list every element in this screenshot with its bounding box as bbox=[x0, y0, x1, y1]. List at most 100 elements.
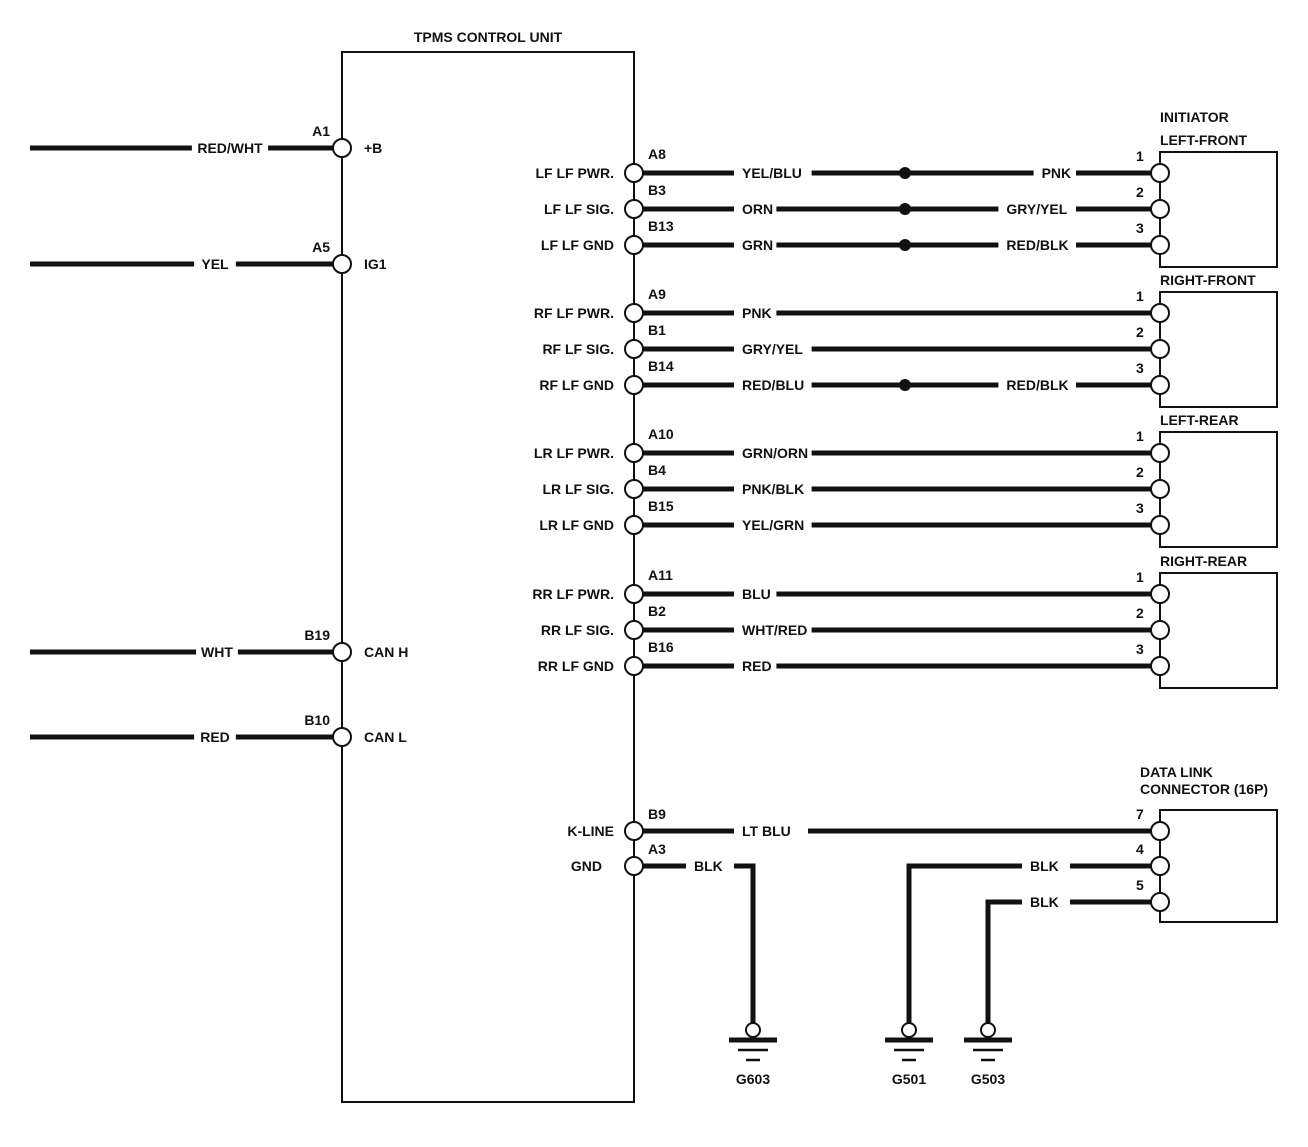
wire-color-label: WHT bbox=[201, 644, 233, 660]
wire-color-label: PNK bbox=[742, 305, 772, 321]
pin-number-label: B16 bbox=[648, 639, 674, 655]
control-unit-title: TPMS CONTROL UNIT bbox=[414, 29, 563, 45]
pin-number-label: A3 bbox=[648, 841, 666, 857]
pin-function-label: K-LINE bbox=[567, 823, 614, 839]
connector-pin bbox=[1150, 303, 1170, 323]
initiator-group-label: INITIATOR bbox=[1160, 109, 1229, 125]
wire-color-label: GRY/YEL bbox=[742, 341, 803, 357]
terminal-number-label: 2 bbox=[1136, 464, 1144, 480]
ground-point-label: G501 bbox=[892, 1071, 926, 1087]
connector-pin bbox=[1150, 479, 1170, 499]
terminal-number-label: 5 bbox=[1136, 877, 1144, 893]
pin-function-label: IG1 bbox=[364, 256, 387, 272]
unit-pin bbox=[624, 303, 644, 323]
terminal-number-label: 3 bbox=[1136, 641, 1144, 657]
unit-pin bbox=[624, 620, 644, 640]
wire-color-label: YEL bbox=[201, 256, 229, 272]
connector-pin bbox=[1150, 856, 1170, 876]
wire-segment bbox=[734, 863, 756, 1023]
tpms-control-unit-box bbox=[341, 51, 635, 1103]
wire-color-label: RED/BLU bbox=[742, 377, 804, 393]
ground-symbol-icon: G603 bbox=[729, 1022, 777, 1087]
terminal-number-label: 2 bbox=[1136, 605, 1144, 621]
pin-number-label: B3 bbox=[648, 182, 666, 198]
wire-color-label: YEL/GRN bbox=[742, 517, 804, 533]
dlc-name-line1: DATA LINK bbox=[1140, 764, 1213, 780]
terminal-number-label: 2 bbox=[1136, 324, 1144, 340]
pin-function-label: LF LF GND bbox=[541, 237, 614, 253]
wire-color-label: WHT/RED bbox=[742, 622, 807, 638]
wire-color-label: ORN bbox=[742, 201, 773, 217]
connector-pin bbox=[1150, 443, 1170, 463]
pin-function-label: LR LF PWR. bbox=[534, 445, 614, 461]
dlc-name-line2: CONNECTOR (16P) bbox=[1140, 781, 1268, 797]
pin-function-label: RF LF GND bbox=[539, 377, 614, 393]
wire-color-label: GRN/ORN bbox=[742, 445, 808, 461]
unit-pin bbox=[624, 199, 644, 219]
connector-pin bbox=[1150, 199, 1170, 219]
connector-pin bbox=[1150, 584, 1170, 604]
connector-pin bbox=[332, 254, 352, 274]
wire-color-label: RED bbox=[742, 658, 772, 674]
connector-pin bbox=[1150, 892, 1170, 912]
terminal-number-label: 2 bbox=[1136, 184, 1144, 200]
unit-pin bbox=[624, 443, 644, 463]
terminal-number-label: 1 bbox=[1136, 148, 1144, 164]
pin-number-label: A1 bbox=[312, 123, 330, 139]
pin-function-label: LR LF GND bbox=[539, 517, 614, 533]
initiator-name-label: LEFT-REAR bbox=[1160, 412, 1239, 428]
wire-color-label: BLU bbox=[742, 586, 771, 602]
pin-number-label: B4 bbox=[648, 462, 666, 478]
terminal-number-label: 3 bbox=[1136, 500, 1144, 516]
unit-pin bbox=[624, 235, 644, 255]
wire-color-label: RED/WHT bbox=[197, 140, 263, 156]
wire-color-label: LT BLU bbox=[742, 823, 791, 839]
connector-pin bbox=[1150, 235, 1170, 255]
pin-function-label: LR LF SIG. bbox=[542, 481, 614, 497]
pin-function-label: RF LF PWR. bbox=[534, 305, 614, 321]
connector-pin bbox=[1150, 821, 1170, 841]
pin-function-label: RF LF SIG. bbox=[542, 341, 614, 357]
wire-color-label-after-splice: PNK bbox=[1042, 165, 1072, 181]
wire-color-label: YEL/BLU bbox=[742, 165, 802, 181]
initiator-connector-box bbox=[1159, 291, 1278, 408]
pin-function-label: CAN H bbox=[364, 644, 408, 660]
connector-pin bbox=[332, 727, 352, 747]
terminal-number-label: 3 bbox=[1136, 360, 1144, 376]
wire-color-label: PNK/BLK bbox=[742, 481, 804, 497]
ground-eyelet bbox=[901, 1022, 917, 1038]
pin-number-label: B2 bbox=[648, 603, 666, 619]
pin-number-label: B19 bbox=[304, 627, 330, 643]
terminal-number-label: 1 bbox=[1136, 428, 1144, 444]
wire-color-label: BLK bbox=[1030, 894, 1059, 910]
initiator-name-label: RIGHT-REAR bbox=[1160, 553, 1247, 569]
unit-pin bbox=[624, 856, 644, 876]
connector-pin bbox=[1150, 656, 1170, 676]
unit-pin bbox=[624, 479, 644, 499]
dlc-ground-circuit-5: BLK 5 bbox=[985, 877, 1170, 1023]
wire-color-label: RED bbox=[200, 729, 230, 745]
pin-number-label: B15 bbox=[648, 498, 674, 514]
unit-pin bbox=[624, 584, 644, 604]
pin-number-label: A9 bbox=[648, 286, 666, 302]
terminal-number-label: 1 bbox=[1136, 288, 1144, 304]
pin-number-label: B14 bbox=[648, 358, 674, 374]
ground-symbol-icon: G503 bbox=[964, 1022, 1012, 1087]
wire-color-label: GRN bbox=[742, 237, 773, 253]
